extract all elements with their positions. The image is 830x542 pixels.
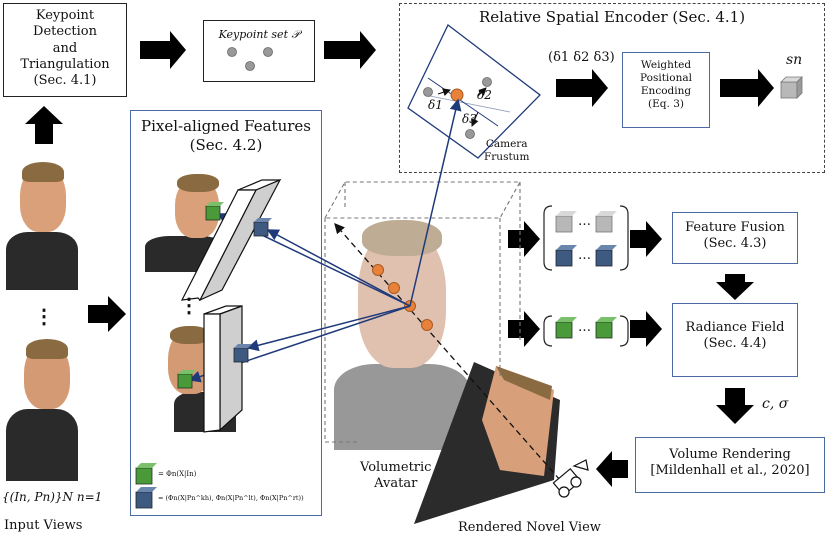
arrow-input-to-features <box>88 296 126 332</box>
volumetric-cube <box>324 181 521 443</box>
rendered-novel-view-label: Rendered Novel View <box>458 520 601 535</box>
weighted-positional-encoding-label: Weighted Positional Encoding (Eq. 3) <box>640 59 692 111</box>
volume-rendering-label: Volume Rendering [Mildenhall et al., 202… <box>650 447 810 479</box>
feature-slab-bottom <box>203 305 243 433</box>
flow-arrows <box>25 31 774 487</box>
volumetric-avatar-label: Volumetric Avatar <box>360 460 432 492</box>
legend-blue-label: = (Φn(X|Pn^kh), Φn(X|Pn^lt), Φn(X|Pn^rt)… <box>158 494 304 502</box>
relative-spatial-encoder-box: Relative Spatial Encoder (Sec. 4.1) <box>399 3 825 173</box>
camera-ray <box>334 223 561 481</box>
camera-frustum-label: Camera Frustum <box>484 138 530 164</box>
slab-cubes <box>177 202 272 389</box>
pixel-aligned-features-title: Pixel-aligned Features (Sec. 4.2) <box>141 117 311 154</box>
arrow-avatar-to-gray <box>508 221 540 257</box>
keypoint-dots <box>227 47 273 71</box>
rendered-novel-view-image <box>404 360 564 528</box>
input-view-bottom <box>6 335 78 481</box>
sn-cube <box>780 76 803 99</box>
gray-ellipsis: … <box>578 214 591 229</box>
delta3-label: δ3 <box>462 112 477 126</box>
input-view-top <box>6 160 78 290</box>
input-views-ellipsis: ⋮ <box>34 304 54 328</box>
weighted-positional-encoding-box: Weighted Positional Encoding (Eq. 3) <box>622 52 710 128</box>
arrow-encoding-to-sn <box>720 69 774 107</box>
feature-view-top <box>145 172 237 272</box>
arrow-green-to-radiance <box>630 311 662 347</box>
input-views-label: Input Views <box>4 518 83 533</box>
keypoint-set-box: Keypoint set 𝒫 <box>203 20 315 82</box>
arrow-deltas-to-encoding <box>556 69 608 107</box>
green-ellipsis: … <box>578 320 591 335</box>
feature-fusion-box: Feature Fusion (Sec. 4.3) <box>672 212 798 264</box>
feature-fusion-label: Feature Fusion (Sec. 4.3) <box>685 220 785 252</box>
arrow-volume-to-render <box>596 451 628 487</box>
camera-icon <box>552 459 589 498</box>
arrow-gray-to-fusion <box>630 221 662 257</box>
c-sigma-label: c, σ <box>762 396 789 412</box>
arrow-avatar-to-green <box>508 311 540 347</box>
relative-spatial-encoder-title: Relative Spatial Encoder (Sec. 4.1) <box>478 8 746 26</box>
feature-views-ellipsis: ⋮ <box>179 293 199 317</box>
arrow-detect-to-keypoints <box>140 31 186 69</box>
deltas-label: (δ1 δ2 δ3) <box>548 50 615 65</box>
arrow-keypoints-to-encoder <box>324 31 376 69</box>
arrow-input-to-detect <box>25 106 63 144</box>
radiance-field-box: Radiance Field (Sec. 4.4) <box>672 303 798 377</box>
blue-ellipsis: … <box>578 248 591 263</box>
delta1-label: δ1 <box>428 98 443 112</box>
keypoint-detection-label: Keypoint Detection and Triangulation (Se… <box>20 8 110 88</box>
keypoint-detection-box: Keypoint Detection and Triangulation (Se… <box>3 3 127 97</box>
arrow-radiance-to-volume <box>716 388 754 424</box>
pixel-aligned-features-panel: Pixel-aligned Features (Sec. 4.2) <box>130 110 322 516</box>
feature-slab-top <box>180 178 282 302</box>
delta2-label: δ2 <box>477 88 492 102</box>
keypoint-set-label: Keypoint set 𝒫 <box>218 28 300 41</box>
legend-green-label: = Φn(X|In) <box>158 470 197 478</box>
input-set-label: {(In, Pn)}N n=1 <box>2 490 103 504</box>
ray-sample-points <box>372 264 433 331</box>
feature-stack-brackets <box>543 205 629 347</box>
sn-label: sn <box>786 52 803 68</box>
fusion-input-cubes <box>555 211 617 339</box>
legend-cubes <box>135 463 157 509</box>
arrow-fusion-to-radiance <box>716 274 754 300</box>
radiance-field-label: Radiance Field (Sec. 4.4) <box>685 320 785 352</box>
camera-frustum-shape <box>407 24 541 159</box>
volume-rendering-box: Volume Rendering [Mildenhall et al., 202… <box>635 437 825 493</box>
